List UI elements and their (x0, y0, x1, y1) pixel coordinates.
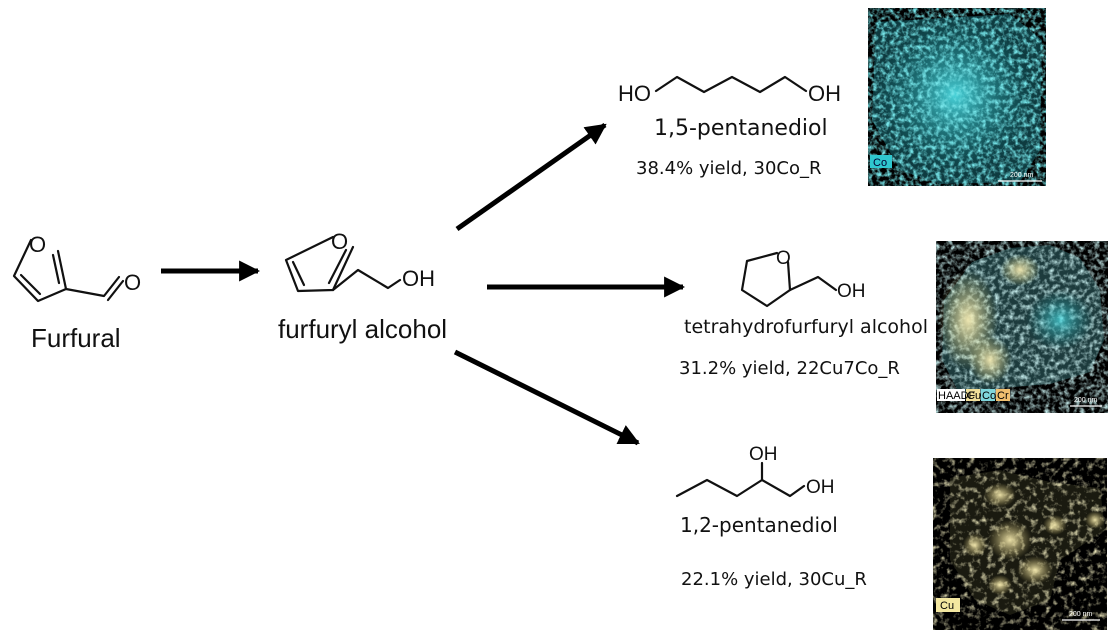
pentanediol-15-ho: HO (618, 81, 651, 106)
pentanediol-12-structure: OH OH (675, 444, 835, 498)
cuco-map-label-haadf: HAADF (938, 390, 976, 402)
cuco-map-label-co: Co (982, 390, 996, 402)
furfural-structure: O O (12, 232, 141, 303)
furfuryl-alcohol-name: furfuryl alcohol (278, 314, 448, 344)
thfa-ring-oxygen: O (776, 248, 791, 269)
furfural-ring-oxygen: O (29, 232, 46, 257)
cuco-map-label-cu: Cu (967, 390, 981, 402)
eds-map-cuco: HAADF Cu Co Cr 200 nm (936, 241, 1108, 413)
cu-map-scale: 200 nm (1069, 611, 1093, 618)
furfuryl-alcohol-structure: O OH (284, 229, 435, 293)
eds-map-cu: Cu 200 nm (933, 458, 1107, 630)
thfa-name: tetrahydrofurfuryl alcohol (684, 316, 928, 338)
pentanediol-12-oh: OH (806, 477, 835, 498)
co-map-scale: 200 nm (1010, 172, 1034, 179)
co-map-label: Co (873, 157, 887, 169)
pentanediol-15-yield: 38.4% yield, 30Co_R (636, 158, 822, 179)
pentanediol-15-structure: HO OH (618, 75, 841, 106)
pentanediol-12-top-oh: OH (749, 444, 778, 465)
furfuryl-ring-oxygen: O (331, 229, 348, 254)
cuco-map-label-cr: Cr (997, 390, 1009, 402)
furfural-name: Furfural (31, 323, 121, 353)
arrow-to-12-pentanediol (453, 349, 640, 446)
cuco-map-scale: 200 nm (1074, 397, 1098, 404)
furfural-aldehyde-oxygen: O (124, 270, 141, 295)
thfa-yield: 31.2% yield, 22Cu7Co_R (679, 358, 900, 379)
pentanediol-12-yield: 22.1% yield, 30Cu_R (681, 569, 867, 590)
thfa-structure: O OH (740, 248, 866, 308)
pentanediol-15-name: 1,5-pentanediol (654, 116, 828, 141)
thfa-hydroxyl: OH (837, 281, 866, 302)
furfuryl-hydroxyl: OH (402, 266, 435, 291)
pentanediol-12-name: 1,2-pentanediol (680, 513, 838, 537)
pentanediol-15-oh: OH (808, 81, 841, 106)
eds-map-co: Co 200 nm (868, 8, 1046, 186)
arrow-to-15-pentanediol (455, 122, 607, 232)
cu-map-label: Cu (940, 600, 954, 612)
